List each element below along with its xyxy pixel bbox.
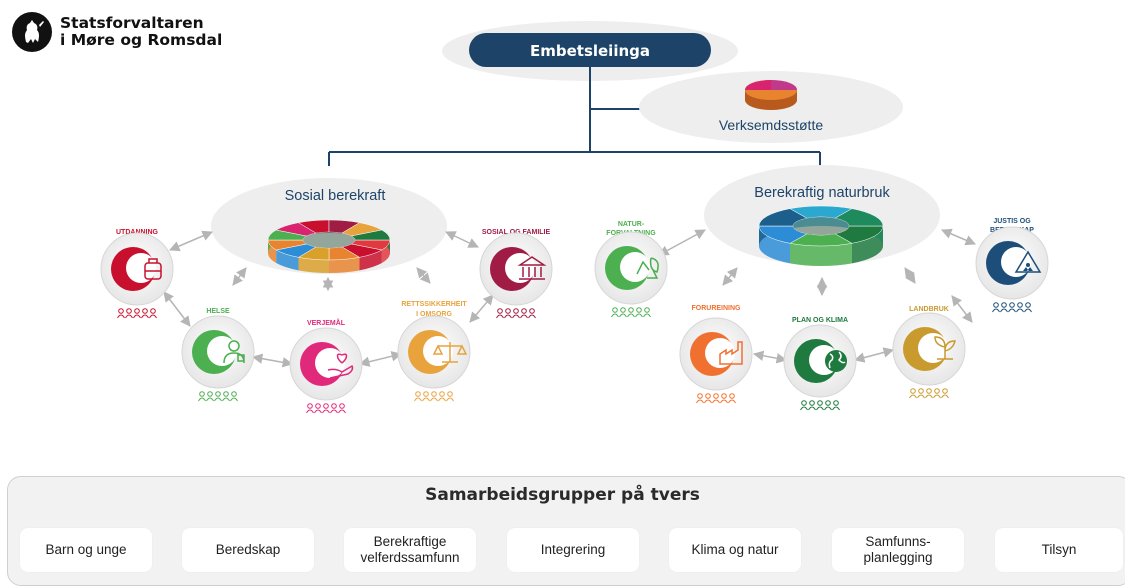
org-name-line1: Statsforvaltaren bbox=[60, 14, 204, 32]
globe-icon bbox=[825, 350, 847, 372]
cooperation-groups-title: Samarbeidsgrupper på tvers bbox=[425, 485, 700, 505]
unit-justis[interactable]: JUSTIS OGBEREDSKAP bbox=[975, 218, 1049, 313]
support-pie-icon bbox=[745, 80, 797, 110]
org-name-line2: i Møre og Romsdal bbox=[60, 31, 223, 49]
unit-helse[interactable]: HELSE bbox=[181, 308, 255, 402]
people-group-icon bbox=[496, 308, 536, 319]
unit-label: HELSE bbox=[206, 308, 230, 315]
seedling-icon bbox=[934, 336, 956, 360]
unit-nodes: UTDANNING HELSE VERJEMÅL RETTSSIKKERHEIT I O… bbox=[100, 218, 1049, 414]
unit-label: VERJEMÅL bbox=[307, 318, 346, 327]
relation-arrow bbox=[941, 228, 976, 246]
people-group-icon bbox=[909, 388, 949, 399]
unit-sosial-familie[interactable]: SOSIAL OG FAMILIE bbox=[479, 229, 553, 319]
relation-arrow bbox=[658, 229, 706, 256]
radiation-warning-icon bbox=[1014, 250, 1042, 273]
unit-label-line1: NATUR- bbox=[618, 221, 645, 228]
relation-arrow bbox=[853, 347, 895, 363]
relation-arrow bbox=[416, 267, 431, 284]
relation-arrow bbox=[722, 267, 738, 286]
people-group-icon bbox=[198, 391, 238, 402]
leadership-label: Embetsleiinga bbox=[530, 42, 650, 60]
relation-arrow bbox=[358, 351, 403, 367]
relation-arrows bbox=[163, 228, 976, 368]
people-group-icon bbox=[306, 403, 346, 414]
unit-crescent-cutout bbox=[423, 336, 453, 366]
unit-label-line1: RETTSSIKKERHEIT bbox=[401, 301, 467, 308]
unit-label: UTDANNING bbox=[116, 229, 159, 236]
coop-group-integrering[interactable]: Integrering bbox=[507, 528, 639, 572]
coop-group-klima-og-natur[interactable]: Klima og natur bbox=[669, 528, 801, 572]
org-chart-diagram: Embetsleiinga Verksemdsstøtte Sosial ber… bbox=[100, 21, 1049, 414]
unit-label-line2: I OMSORG bbox=[416, 311, 452, 318]
unit-forureining[interactable]: FORUREINING bbox=[679, 305, 753, 404]
people-group-icon bbox=[414, 391, 454, 402]
nature-hub-title: Berekraftig naturbruk bbox=[754, 185, 890, 201]
coop-group-samfunnsplanlegging[interactable]: Samfunns- planlegging bbox=[832, 528, 964, 572]
relation-arrow bbox=[469, 294, 494, 323]
people-group-icon bbox=[611, 307, 651, 318]
unit-landbruk[interactable]: LANDBRUK bbox=[892, 306, 966, 399]
unit-label: SOSIAL OG FAMILIE bbox=[482, 229, 551, 236]
unit-crescent-cutout bbox=[918, 333, 948, 363]
people-group-icon bbox=[992, 302, 1032, 313]
unit-crescent-cutout bbox=[620, 252, 650, 282]
unit-utdanning[interactable]: UTDANNING bbox=[100, 229, 174, 319]
social-hub-title: Sosial berekraft bbox=[285, 188, 386, 204]
unit-label: PLAN OG KLIMA bbox=[792, 317, 848, 324]
relation-arrow bbox=[169, 230, 213, 252]
people-group-icon bbox=[800, 400, 840, 411]
unit-crescent-cutout bbox=[315, 348, 345, 378]
org-connectors bbox=[328, 67, 821, 166]
unit-label-line1: JUSTIS OG bbox=[993, 218, 1031, 225]
unit-verjemal[interactable]: VERJEMÅL bbox=[289, 318, 363, 414]
coop-group-berekraftige-velferdssamfunn[interactable]: Berekraftige velferdssamfunn bbox=[344, 528, 476, 572]
unit-label: FORUREINING bbox=[692, 305, 742, 312]
relation-arrow bbox=[163, 291, 191, 327]
hand-heart-icon bbox=[327, 353, 354, 379]
relation-arrow bbox=[251, 353, 294, 368]
people-group-icon bbox=[696, 393, 736, 404]
nature-ring-graphic bbox=[758, 205, 884, 266]
unit-crescent-cutout bbox=[1001, 247, 1031, 277]
unit-label: LANDBRUK bbox=[909, 306, 949, 313]
recycle-leaf-icon bbox=[636, 257, 659, 279]
relation-arrow bbox=[951, 295, 973, 323]
social-ring-graphic bbox=[267, 219, 391, 273]
coop-group-tilsyn[interactable]: Tilsyn bbox=[995, 528, 1123, 572]
relation-arrow bbox=[904, 267, 916, 284]
unit-rettssikkerheit[interactable]: RETTSSIKKERHEIT I OMSORG bbox=[397, 301, 471, 402]
relation-arrow bbox=[232, 267, 247, 286]
leadership-box[interactable] bbox=[469, 33, 711, 67]
unit-naturforvaltning[interactable]: NATUR-FORVALTNING bbox=[594, 221, 668, 318]
coop-group-beredskap[interactable]: Beredskap bbox=[182, 528, 314, 572]
school-backpack-icon bbox=[144, 258, 162, 280]
norwegian-lion-coat-of-arms-icon bbox=[12, 12, 52, 52]
coop-group-barn-og-unge[interactable]: Barn og unge bbox=[20, 528, 152, 572]
people-group-icon bbox=[117, 308, 157, 319]
relation-arrow bbox=[445, 231, 479, 248]
health-worker-icon bbox=[223, 340, 245, 364]
unit-crescent-cutout bbox=[705, 338, 735, 368]
support-label: Verksemdsstøtte bbox=[719, 117, 823, 133]
relation-arrow bbox=[752, 350, 788, 364]
institution-building-icon bbox=[517, 256, 547, 280]
unit-plan-klima[interactable]: PLAN OG KLIMA bbox=[783, 317, 857, 411]
scales-icon bbox=[432, 342, 468, 363]
logo[interactable]: Statsforvaltaren i Møre og Romsdal bbox=[12, 12, 222, 52]
factory-icon bbox=[719, 341, 743, 365]
